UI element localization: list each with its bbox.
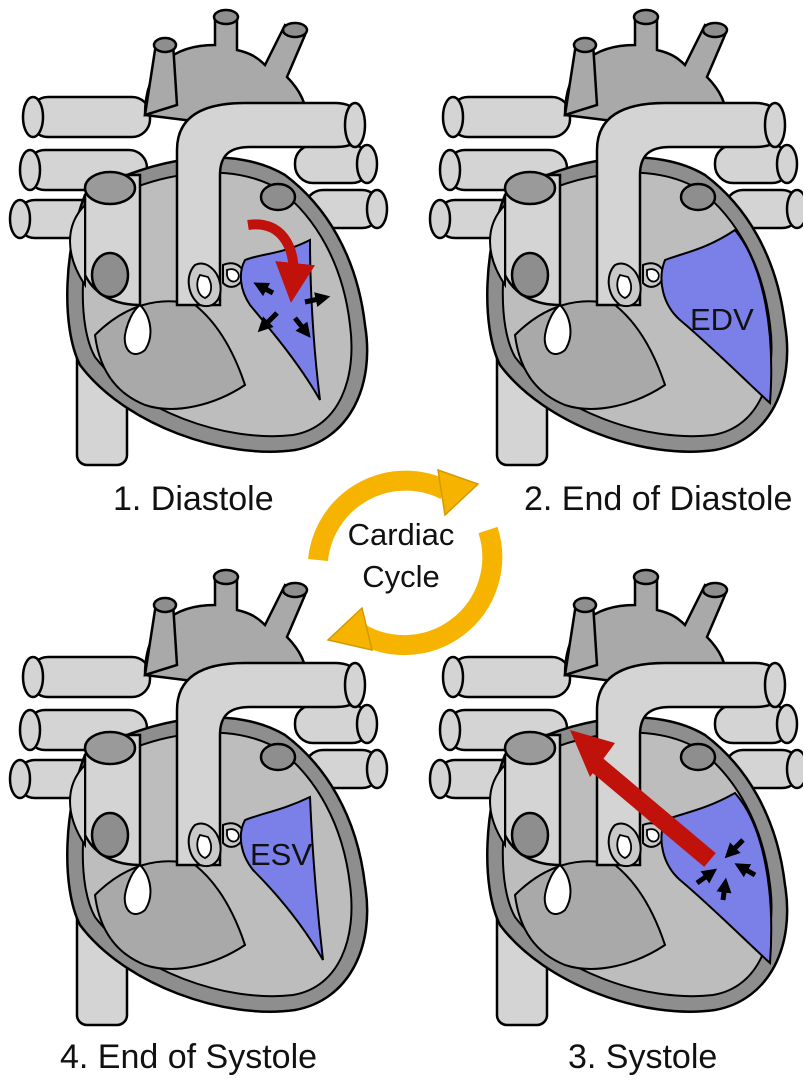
panel-label-3: 3. Systole bbox=[568, 1038, 717, 1076]
edv-label: EDV bbox=[690, 302, 754, 337]
panel-label-1: 1. Diastole bbox=[113, 480, 274, 518]
cycle-title-line1: Cardiac bbox=[348, 517, 455, 552]
panel-end-of-diastole: EDV bbox=[430, 10, 803, 465]
esv-label: ESV bbox=[250, 837, 312, 872]
cardiac-cycle-indicator: Cardiac Cycle bbox=[318, 470, 492, 650]
panel-systole bbox=[430, 570, 803, 1025]
cycle-title-line2: Cycle bbox=[362, 559, 440, 594]
panel-label-2: 2. End of Diastole bbox=[524, 480, 792, 518]
panel-label-4: 4. End of Systole bbox=[60, 1038, 317, 1076]
panel-diastole bbox=[10, 10, 387, 465]
